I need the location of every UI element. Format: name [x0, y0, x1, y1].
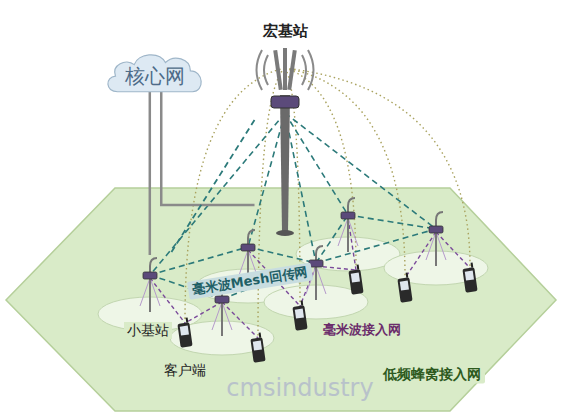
network-label: 低频蜂窝接入网: [379, 365, 485, 384]
network-label: 毫米波接入网: [319, 321, 405, 339]
mmwave-access-link: [185, 302, 222, 323]
mmwave-access-link: [405, 232, 436, 278]
mesh-backhaul-link: [285, 113, 348, 215]
client-phone-icon: [462, 262, 478, 292]
core-network-cloud: 核心网: [103, 50, 207, 98]
client-phone-icon: [348, 264, 364, 294]
mmwave-access-link: [150, 278, 185, 323]
client-phone-icon: [397, 272, 413, 302]
node-label: 宏基站: [260, 22, 311, 40]
network-label: 毫米波Mesh回传网: [187, 263, 313, 300]
node-label: 核心网: [122, 64, 188, 88]
small-cell-icon: [338, 198, 358, 252]
client-label: 客户端: [160, 361, 210, 380]
macro-coverage-arc: [285, 68, 470, 266]
node-label: 小基站: [124, 322, 172, 339]
client-phone-icon: [250, 332, 266, 362]
mesh-backhaul-link: [248, 113, 285, 247]
mmwave-access-link: [436, 232, 470, 268]
core-link: [161, 92, 254, 205]
mmwave-access-link: [348, 218, 356, 270]
macro-base-station: 宏基站: [255, 20, 316, 234]
mesh-backhaul-link: [316, 215, 348, 263]
macro-tower: [257, 48, 314, 236]
mesh-backhaul-link: [150, 247, 248, 275]
mesh-backhaul-link: [285, 113, 436, 229]
watermark: cmsindustry: [222, 373, 377, 404]
small-cell-icon: [140, 258, 160, 312]
small-cell-icon: [426, 212, 446, 266]
mesh-backhaul-link: [150, 113, 285, 275]
client-phone-icon: [292, 300, 308, 330]
backhaul-link: [170, 120, 255, 255]
macro-coverage-arc: [285, 68, 405, 276]
coverage-hexagon: [6, 188, 556, 411]
mesh-backhaul-link: [348, 215, 436, 229]
mesh-backhaul-link: [285, 113, 316, 263]
client-phone-icon: [177, 317, 193, 347]
small-base-station: 小基站: [112, 255, 184, 341]
mmwave-access-link: [222, 302, 258, 338]
core-link: [149, 92, 152, 255]
